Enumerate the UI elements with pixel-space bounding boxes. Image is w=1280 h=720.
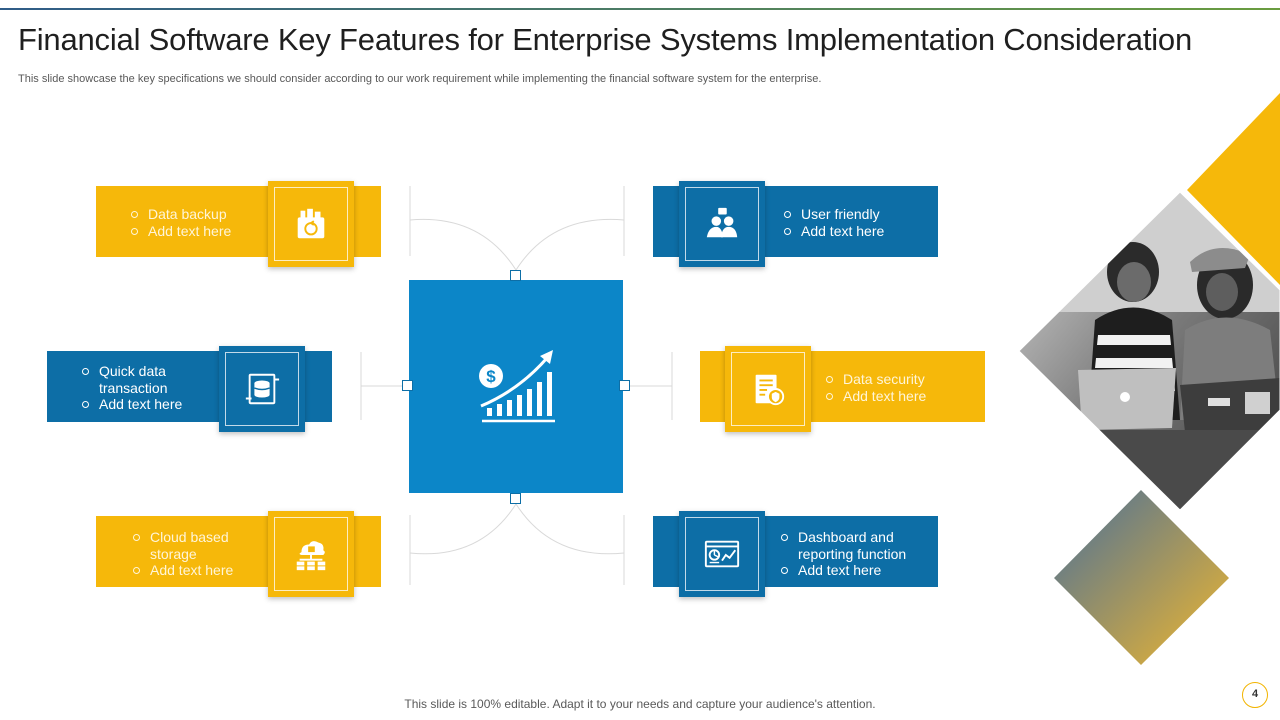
data-backup-icon-box [268, 181, 354, 267]
data-security-list: Data security Add text here [825, 371, 965, 404]
cloud-storage-icon [296, 541, 326, 571]
cloud-title: Cloud based storage [132, 529, 267, 562]
database-transfer-icon [245, 373, 280, 405]
photo-diamond-frame [1018, 191, 1280, 511]
dashboard-text: Add text here [780, 562, 925, 579]
cloud-list: Cloud based storage Add text here [132, 529, 267, 579]
quick-data-text: Add text here [81, 396, 216, 413]
slide-subtitle: This slide showcase the key specificatio… [18, 73, 822, 85]
center-handle-top [510, 270, 521, 281]
footer-note: This slide is 100% editable. Adapt it to… [404, 697, 876, 711]
data-backup-text: Add text here [130, 223, 265, 240]
financial-growth-icon: $ [479, 350, 555, 423]
data-security-title: Data security [825, 371, 965, 388]
dashboard-list: Dashboard and reporting function Add tex… [780, 529, 925, 579]
data-security-icon-box [725, 346, 811, 432]
dashboard-title: Dashboard and reporting function [780, 529, 925, 562]
svg-text:$: $ [486, 367, 496, 386]
user-friendly-icon-box [679, 181, 765, 267]
yellow-corner-triangle [1187, 93, 1280, 285]
data-security-text: Add text here [825, 388, 965, 405]
center-financial-block: $ [409, 280, 623, 493]
top-accent-line [0, 8, 1280, 10]
cloud-text: Add text here [132, 562, 267, 579]
backup-folder-icon [297, 208, 325, 239]
data-backup-list: Data backup Add text here [130, 206, 265, 239]
cloud-icon-box [268, 511, 354, 597]
gradient-diamond [1054, 490, 1229, 665]
user-friendly-text: Add text here [783, 223, 923, 240]
dashboard-chart-icon [704, 540, 740, 568]
quick-data-list: Quick data transaction Add text here [81, 363, 216, 413]
center-handle-bottom [510, 493, 521, 504]
dashboard-icon-box [679, 511, 765, 597]
user-friendly-title: User friendly [783, 206, 923, 223]
page-number: 4 [1242, 682, 1268, 708]
slide-title: Financial Software Key Features for Ente… [18, 22, 1192, 57]
center-handle-right [619, 380, 630, 391]
data-backup-title: Data backup [130, 206, 265, 223]
center-handle-left [402, 380, 413, 391]
users-chat-icon [706, 207, 738, 238]
connector-lines [360, 186, 673, 585]
quick-data-title: Quick data transaction [81, 363, 216, 396]
secure-document-icon [755, 374, 785, 406]
quick-data-icon-box [219, 346, 305, 432]
user-friendly-list: User friendly Add text here [783, 206, 923, 239]
